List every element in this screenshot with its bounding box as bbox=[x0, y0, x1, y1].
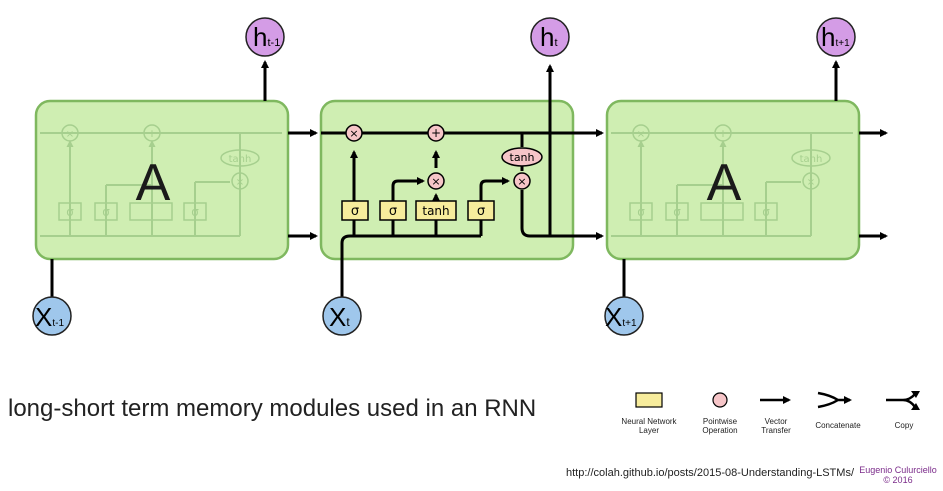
svg-text:×: × bbox=[517, 175, 526, 188]
svg-text:+: + bbox=[431, 126, 441, 140]
svg-text:Xt: Xt bbox=[329, 302, 350, 332]
svg-text:σ: σ bbox=[637, 205, 645, 219]
input-x-t-plus-1: Xt+1 bbox=[604, 296, 644, 336]
left-cell-faded-sigma-1: σ bbox=[58, 202, 82, 221]
pointwise-times-forget: × bbox=[345, 124, 363, 142]
output-h-t-plus-1: ht+1 bbox=[816, 17, 856, 57]
right-cell-faded-tanh-box bbox=[700, 202, 744, 221]
center-cell-wiring bbox=[321, 64, 573, 299]
svg-text:+: + bbox=[718, 127, 727, 140]
svg-text:×: × bbox=[431, 175, 440, 188]
left-cell-faded-times-1: × bbox=[61, 124, 79, 142]
svg-text:×: × bbox=[349, 127, 358, 140]
right-lstm-cell: A σ σ σ × + × tanh bbox=[605, 99, 861, 261]
svg-text:×: × bbox=[637, 129, 645, 140]
legend-label-concatenate: Concatenate bbox=[815, 421, 861, 430]
inter-cell-arrows bbox=[288, 129, 888, 240]
neural-layer-sigma-2: σ bbox=[379, 200, 407, 221]
left-cell-faded-sigma-2: σ bbox=[94, 202, 118, 221]
svg-text:σ: σ bbox=[191, 205, 199, 219]
left-cell-faded-sigma-3: σ bbox=[183, 202, 207, 221]
source-url: http://colah.github.io/posts/2015-08-Und… bbox=[566, 467, 854, 479]
legend-label-copy: Copy bbox=[894, 421, 914, 430]
svg-text:×: × bbox=[807, 177, 815, 188]
legend-copy-icon bbox=[886, 393, 917, 408]
svg-text:σ: σ bbox=[477, 204, 485, 219]
output-h-t-minus-1: ht-1 bbox=[245, 17, 285, 57]
legend-copy-arrowhead-1 bbox=[911, 391, 920, 398]
svg-text:tanh: tanh bbox=[229, 154, 252, 165]
svg-text:Xt-1: Xt-1 bbox=[35, 302, 64, 332]
right-cell-faded-wiring bbox=[611, 132, 853, 237]
svg-text:σ: σ bbox=[762, 205, 770, 219]
svg-text:tanh: tanh bbox=[800, 154, 823, 165]
input-x-t: Xt bbox=[322, 296, 362, 336]
legend-concatenate-icon bbox=[817, 391, 850, 409]
right-cell-faded-tanh-oval: tanh bbox=[791, 149, 831, 167]
svg-text:+: + bbox=[147, 127, 156, 140]
svg-text:σ: σ bbox=[66, 205, 74, 219]
left-cell-faded-times-2: × bbox=[231, 172, 249, 190]
pointwise-times-output: × bbox=[513, 172, 531, 190]
right-cell-faded-sigma-3: σ bbox=[754, 202, 778, 221]
right-cell-faded-plus: + bbox=[714, 124, 732, 142]
pointwise-times-input: × bbox=[427, 172, 445, 190]
left-lstm-cell: A σ σ σ × + × tanh bbox=[34, 99, 290, 261]
neural-layer-sigma-1: σ bbox=[341, 200, 369, 221]
legend-pointwise-icon bbox=[712, 392, 728, 408]
neural-layer-tanh: tanh bbox=[415, 200, 457, 221]
svg-text:σ: σ bbox=[351, 204, 359, 219]
right-cell-faded-times-2: × bbox=[802, 172, 820, 190]
svg-text:×: × bbox=[66, 129, 74, 140]
svg-text:σ: σ bbox=[673, 205, 681, 219]
output-arrows bbox=[261, 60, 840, 101]
pointwise-plus: + bbox=[427, 124, 445, 142]
svg-text:ht-1: ht-1 bbox=[253, 22, 280, 52]
left-cell-faded-tanh-oval: tanh bbox=[220, 149, 260, 167]
neural-layer-sigma-3: σ bbox=[467, 200, 495, 221]
legend bbox=[635, 391, 920, 410]
right-cell-faded-sigma-2: σ bbox=[665, 202, 689, 221]
svg-text:tanh: tanh bbox=[510, 151, 535, 164]
diagram-caption: long-short term memory modules used in a… bbox=[8, 395, 537, 422]
right-cell-faded-sigma-1: σ bbox=[629, 202, 653, 221]
pointwise-tanh-oval: tanh bbox=[501, 147, 543, 167]
svg-text:ht: ht bbox=[540, 22, 558, 52]
input-x-t-minus-1: Xt-1 bbox=[32, 296, 72, 336]
svg-text:σ: σ bbox=[102, 205, 110, 219]
svg-text:×: × bbox=[236, 177, 244, 188]
right-cell-faded-times-1: × bbox=[632, 124, 650, 142]
author-credit: Eugenio Culurciello© 2016 bbox=[859, 465, 937, 485]
input-lines bbox=[50, 259, 626, 299]
svg-text:Xt+1: Xt+1 bbox=[605, 302, 637, 332]
output-h-t: ht bbox=[530, 17, 570, 57]
legend-neural-layer-icon bbox=[635, 392, 663, 408]
legend-copy-arrowhead-2 bbox=[911, 403, 920, 410]
svg-text:tanh: tanh bbox=[422, 204, 449, 218]
svg-text:σ: σ bbox=[389, 204, 397, 219]
left-cell-faded-tanh-box bbox=[129, 202, 173, 221]
svg-text:ht+1: ht+1 bbox=[821, 22, 850, 52]
left-cell-faded-plus: + bbox=[143, 124, 161, 142]
